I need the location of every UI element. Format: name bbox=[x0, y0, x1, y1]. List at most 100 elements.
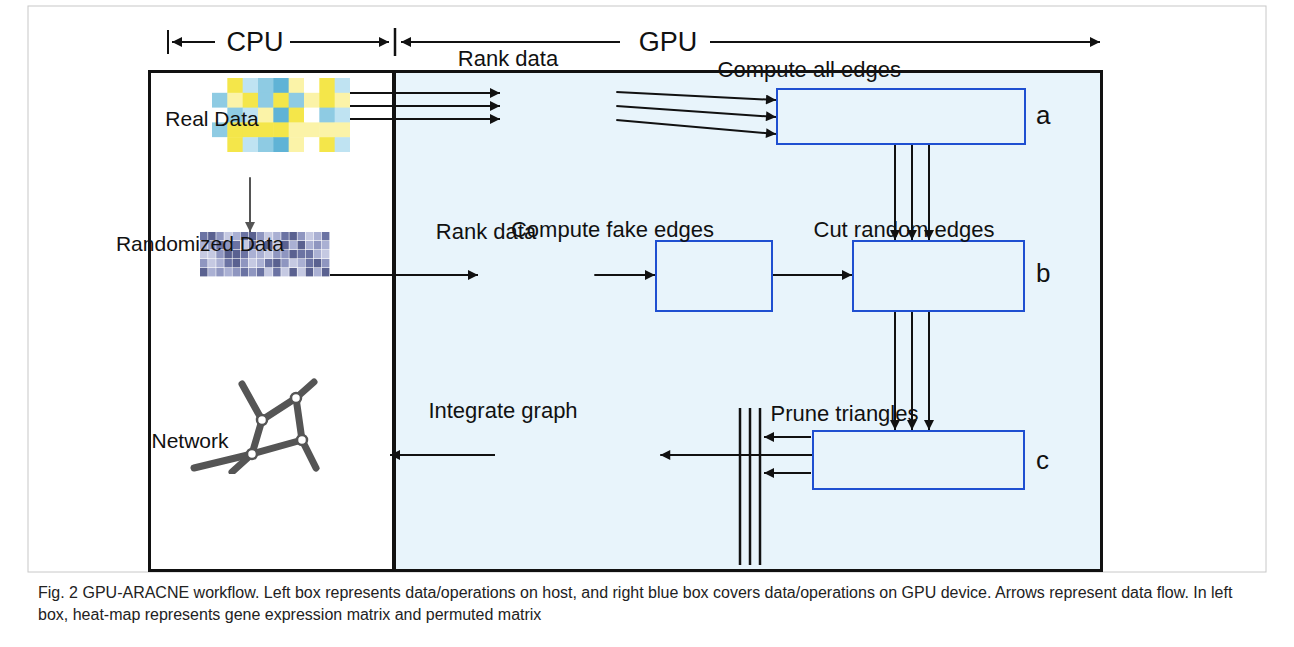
heatmap-cell bbox=[319, 122, 335, 137]
network-link bbox=[252, 440, 302, 454]
flow-arrow bbox=[594, 274, 655, 276]
flow-arrow bbox=[928, 312, 930, 430]
heatmap-cell bbox=[298, 259, 306, 267]
span-arrow bbox=[710, 41, 1100, 43]
network-vertex bbox=[291, 393, 301, 403]
heatmap-cell bbox=[322, 232, 330, 240]
node-text: Compute all edges bbox=[718, 56, 901, 85]
heatmap-cell bbox=[216, 259, 224, 267]
panel-heading: CPU bbox=[226, 27, 283, 58]
heatmap-cell bbox=[319, 108, 335, 123]
process-box: Compute all edges bbox=[776, 88, 1026, 145]
heatmap-cell bbox=[281, 259, 289, 267]
node-text: Compute fake edges bbox=[511, 216, 714, 245]
heatmap-cell bbox=[224, 268, 232, 276]
flow-arrow bbox=[350, 105, 500, 107]
heatmap-cell bbox=[314, 259, 322, 267]
node-text: Integrate graph bbox=[428, 397, 577, 425]
node-text: Network bbox=[135, 428, 245, 453]
figure-caption: Fig. 2 GPU-ARACNE workflow. Left box rep… bbox=[38, 582, 1258, 627]
heatmap-cell bbox=[298, 268, 306, 276]
step-letter: c bbox=[1036, 445, 1049, 476]
flow-arrow bbox=[249, 177, 251, 232]
header-arrows bbox=[168, 28, 1100, 56]
heatmap-cell bbox=[273, 78, 289, 93]
heatmap-cell bbox=[265, 259, 273, 267]
heatmap-cell bbox=[289, 137, 305, 152]
cpu-panel: CPUReal DataRandomized DataNetwork bbox=[148, 70, 395, 572]
heatmap-cell bbox=[241, 259, 249, 267]
step-text: Rank data bbox=[500, 85, 616, 125]
heatmap-cell bbox=[306, 250, 314, 258]
data-heatmap: Randomized Data bbox=[200, 232, 330, 302]
heatmap-cell bbox=[322, 241, 330, 249]
process-box: Prune triangles bbox=[812, 430, 1025, 490]
heatmap-cell bbox=[212, 93, 228, 108]
heatmap-cell bbox=[224, 259, 232, 267]
heatmap-cell bbox=[233, 268, 241, 276]
heatmap-cell bbox=[273, 93, 289, 108]
heatmap-cell bbox=[273, 108, 289, 123]
step-text: Integrate graph bbox=[495, 437, 660, 477]
heatmap-cell bbox=[241, 268, 249, 276]
span-arrow bbox=[401, 41, 620, 43]
sync-bar bbox=[740, 408, 811, 565]
heatmap-cell bbox=[208, 259, 216, 267]
heatmap-cell bbox=[319, 78, 335, 93]
node-text: Randomized Data bbox=[114, 231, 286, 256]
heatmap-cell bbox=[258, 108, 274, 123]
heatmap-cell bbox=[227, 78, 243, 93]
step-letter: b bbox=[1036, 258, 1050, 289]
heatmap-cell bbox=[216, 268, 224, 276]
heatmap-cell bbox=[258, 93, 274, 108]
heatmap-cell bbox=[281, 268, 289, 276]
heatmap-cell bbox=[273, 259, 281, 267]
heatmap-cell bbox=[335, 93, 350, 108]
network-icon bbox=[190, 378, 320, 474]
heatmap-cell bbox=[314, 241, 322, 249]
heatmap-cell bbox=[335, 108, 350, 123]
span-arrow bbox=[290, 41, 389, 43]
heatmap-cell bbox=[335, 122, 350, 137]
heatmap-cell bbox=[322, 250, 330, 258]
node-text: Cut random edges bbox=[814, 216, 939, 245]
node-text: Real Data bbox=[164, 106, 261, 131]
panel-heading: GPU bbox=[639, 27, 698, 58]
network-vertex bbox=[257, 415, 267, 425]
heatmap-cell bbox=[233, 259, 241, 267]
bar-arrow bbox=[764, 472, 811, 474]
flow-arrow bbox=[616, 106, 776, 117]
bar-line bbox=[739, 408, 742, 565]
heatmap-cell bbox=[212, 78, 228, 93]
heatmap-cell bbox=[314, 232, 322, 240]
heatmap-cell bbox=[298, 250, 306, 258]
heatmap-cell bbox=[289, 93, 305, 108]
gpu-ground bbox=[395, 70, 1103, 572]
heatmap-cell bbox=[257, 268, 265, 276]
network-vertex bbox=[247, 449, 257, 459]
flow-arrow bbox=[350, 92, 500, 94]
heatmap-cell bbox=[208, 268, 216, 276]
heatmap-cell bbox=[258, 78, 274, 93]
bar-line bbox=[759, 408, 762, 565]
heatmap-cell bbox=[289, 250, 297, 258]
heatmap-cell bbox=[298, 241, 306, 249]
heatmap-cell bbox=[257, 259, 265, 267]
bar-arrow bbox=[764, 436, 811, 438]
heatmap-cell bbox=[289, 232, 297, 240]
heatmap-cell bbox=[335, 137, 350, 152]
flow-arrow bbox=[350, 118, 500, 120]
heatmap-cell bbox=[243, 137, 259, 152]
flow-arrow bbox=[390, 454, 495, 456]
flow-arrow bbox=[660, 454, 812, 456]
flow-arrow bbox=[616, 120, 776, 134]
heatmap-cell bbox=[289, 268, 297, 276]
data-heatmap: Real Data bbox=[212, 78, 350, 177]
flow-arrow bbox=[773, 274, 852, 276]
heatmap-cell bbox=[289, 122, 305, 137]
heatmap-cell bbox=[289, 108, 305, 123]
heatmap-cell bbox=[200, 268, 208, 276]
heatmap-cell bbox=[273, 268, 281, 276]
